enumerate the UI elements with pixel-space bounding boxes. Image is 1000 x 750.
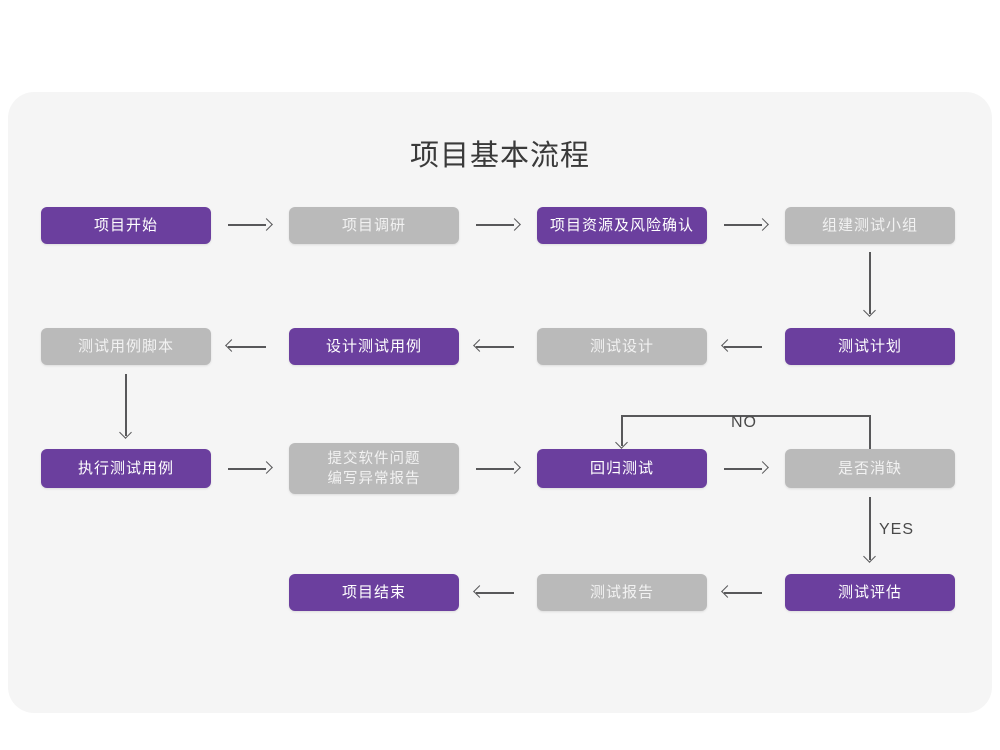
edge-n3-n4-line bbox=[724, 224, 762, 226]
node-test-design[interactable]: 测试设计 bbox=[537, 328, 707, 365]
node-test-evaluation[interactable]: 测试评估 bbox=[785, 574, 955, 611]
edge-n8-n7-line bbox=[724, 346, 762, 348]
edge-no-loop-right bbox=[869, 415, 871, 449]
node-design-test-case[interactable]: 设计测试用例 bbox=[289, 328, 459, 365]
node-form-test-team[interactable]: 组建测试小组 bbox=[785, 207, 955, 244]
node-project-research[interactable]: 项目调研 bbox=[289, 207, 459, 244]
page-title: 项目基本流程 bbox=[409, 140, 590, 172]
node-execute-test-case[interactable]: 执行测试用例 bbox=[41, 449, 211, 488]
edge-n6-n5-line bbox=[228, 346, 266, 348]
node-regression-test[interactable]: 回归测试 bbox=[537, 449, 707, 488]
node-submit-issue-report[interactable]: 提交软件问题 编写异常报告 bbox=[289, 443, 459, 494]
node-project-end[interactable]: 项目结束 bbox=[289, 574, 459, 611]
edge-no-loop-left bbox=[621, 415, 623, 446]
edge-n4-n8-line bbox=[869, 252, 871, 314]
node-test-case-script[interactable]: 测试用例脚本 bbox=[41, 328, 211, 365]
node-project-start[interactable]: 项目开始 bbox=[41, 207, 211, 244]
edge-n10-n11-line bbox=[476, 468, 514, 470]
edge-n14-n13-line bbox=[476, 592, 514, 594]
node-test-plan[interactable]: 测试计划 bbox=[785, 328, 955, 365]
edge-n2-n3-line bbox=[476, 224, 514, 226]
edge-n7-n6-line bbox=[476, 346, 514, 348]
edge-n11-n12-line bbox=[724, 468, 762, 470]
edge-n9-n10-line bbox=[228, 468, 266, 470]
edge-n1-n2-line bbox=[228, 224, 266, 226]
edge-n5-n9-line bbox=[125, 374, 127, 436]
node-resource-risk-confirm[interactable]: 项目资源及风险确认 bbox=[537, 207, 707, 244]
edge-label-yes: YES bbox=[879, 521, 915, 538]
edge-n15-n14-line bbox=[724, 592, 762, 594]
node-defect-resolved[interactable]: 是否消缺 bbox=[785, 449, 955, 488]
node-test-report[interactable]: 测试报告 bbox=[537, 574, 707, 611]
edge-label-no: NO bbox=[731, 414, 757, 431]
flowchart-card bbox=[8, 92, 992, 713]
edge-no-loop-top bbox=[621, 415, 870, 417]
edge-yes-line bbox=[869, 497, 871, 560]
